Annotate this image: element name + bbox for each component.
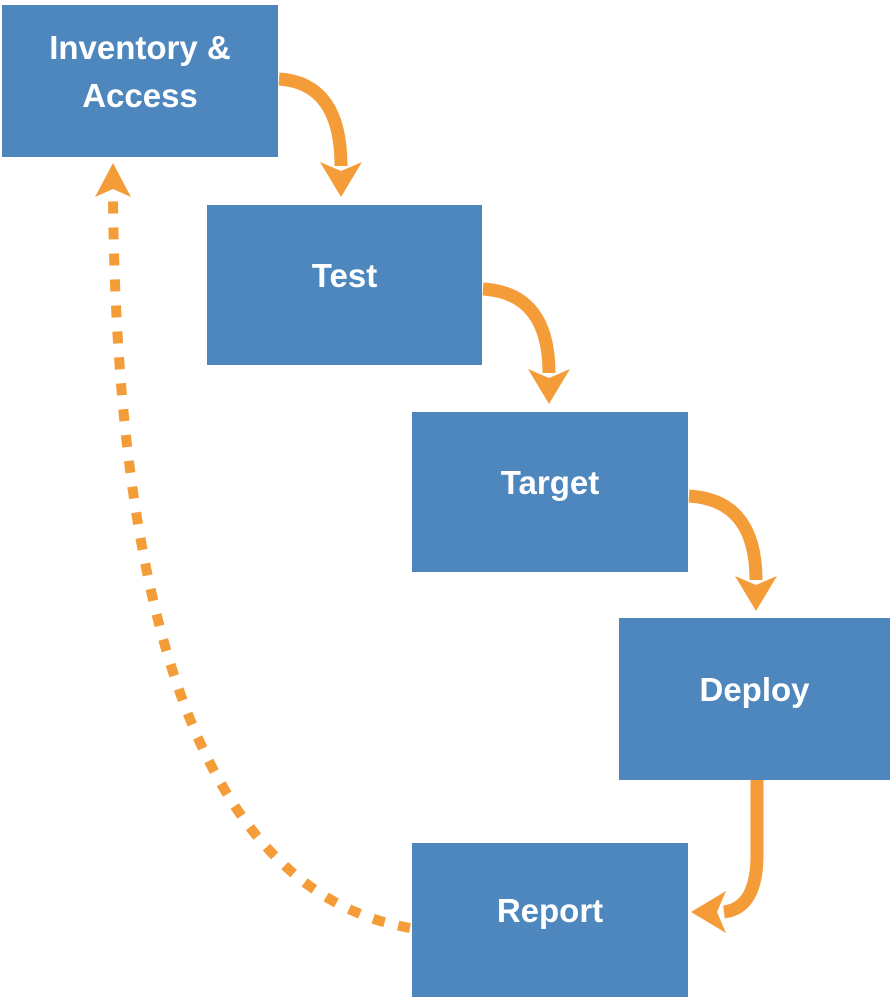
node-target: Target: [412, 412, 688, 572]
node-deploy: Deploy: [619, 618, 890, 780]
arrow-target-to-deploy: [688, 489, 777, 611]
arrow-test-to-target: [482, 282, 570, 404]
node-target-label: Target: [500, 464, 600, 502]
node-inventory-access-label: Inventory & Access: [49, 29, 231, 114]
node-deploy-label: Deploy: [699, 671, 810, 709]
arrow-deploy-to-report: [691, 780, 764, 933]
node-test-label: Test: [311, 257, 378, 295]
node-test: Test: [207, 205, 482, 365]
node-report-label: Report: [496, 892, 604, 930]
arrow-inventory-to-test: [278, 72, 362, 197]
node-inventory-access: Inventory & Access: [2, 5, 278, 157]
node-report: Report: [412, 843, 688, 997]
